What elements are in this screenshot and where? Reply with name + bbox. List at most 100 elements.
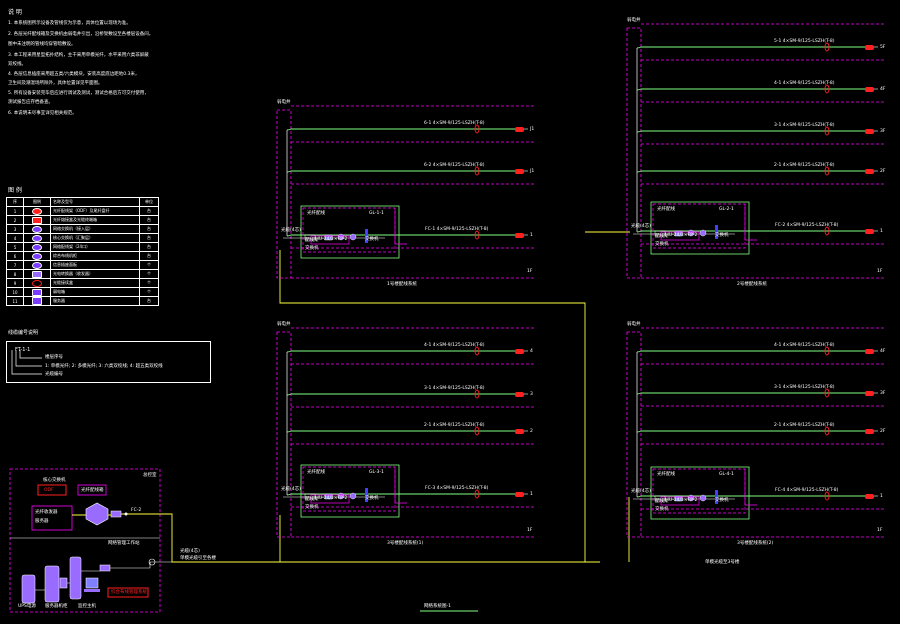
legend-unit: 台 bbox=[139, 296, 159, 306]
management-system-label: 综合布线管理系统 bbox=[111, 590, 147, 595]
row-tag: 1 bbox=[530, 233, 533, 238]
equipment-title: 光纤配线 bbox=[307, 211, 325, 216]
link-label: FC-2 bbox=[131, 508, 142, 513]
equipment-box bbox=[652, 468, 746, 514]
panel-caption: 3号楼配线系统(1) bbox=[387, 541, 424, 546]
riser-label: 弱电井 bbox=[277, 100, 291, 105]
equipment-title: 光纤配线 bbox=[657, 472, 675, 477]
notes-line: 卫生间及潮湿场所除外，具体位置详见平面图。 bbox=[8, 81, 103, 86]
floor-tag: 1F bbox=[527, 528, 533, 533]
fiber-line bbox=[286, 234, 515, 237]
floor-tag: 1F bbox=[527, 269, 533, 274]
splice-icon bbox=[474, 426, 480, 436]
pc-label: 监控主机 bbox=[78, 604, 96, 609]
cable-note-line: 楼层序号 bbox=[45, 355, 63, 360]
device2-box bbox=[77, 484, 107, 496]
row-tag: 4F bbox=[880, 87, 886, 92]
converter-icon bbox=[324, 234, 333, 241]
equipment-sub: 配线架 bbox=[655, 234, 669, 239]
splice-icon bbox=[824, 42, 830, 52]
converter-icon bbox=[674, 230, 683, 237]
odf-icon bbox=[515, 127, 524, 132]
equipment-sub: 交换机 bbox=[655, 242, 669, 247]
weak-box-icon bbox=[32, 288, 42, 296]
odf-icon bbox=[515, 492, 524, 497]
inner-box bbox=[310, 235, 350, 245]
odf-icon bbox=[865, 349, 874, 354]
pc-monitor-icon bbox=[85, 577, 99, 589]
converter-icon bbox=[110, 510, 122, 518]
cable-note-leaders bbox=[11, 350, 42, 375]
device2-label: 光纤配线箱 bbox=[81, 488, 104, 493]
equipment-inner: LIU-24/1×FP-2 bbox=[665, 498, 698, 503]
fiber-line bbox=[636, 430, 865, 433]
cable-label: FC-1 4×SM-9/125-LSZH(T-8) bbox=[425, 227, 489, 232]
odf-icon bbox=[865, 45, 874, 50]
switch-icon bbox=[349, 233, 357, 241]
fiber-line bbox=[636, 230, 865, 233]
feed-label: 光缆(4芯) bbox=[631, 489, 651, 494]
patch-panel-icon bbox=[32, 243, 42, 251]
equipment-code: GL-2-1 bbox=[719, 207, 734, 212]
cable-label: 2-1 4×SM-9/125-LSZH(T-8) bbox=[424, 423, 485, 428]
device3-box bbox=[31, 505, 73, 531]
fiber-line bbox=[636, 46, 865, 49]
notes-line: 4. 各层信息插座采用超五类/六类模块，安装高度底边距地0.3米， bbox=[8, 72, 140, 77]
splice-box-icon bbox=[32, 216, 42, 224]
equipment-frame bbox=[300, 464, 400, 518]
equipment-code: GL-4-1 bbox=[719, 472, 734, 477]
fiber-line bbox=[636, 130, 865, 133]
odf-icon bbox=[865, 229, 874, 234]
joint-dot bbox=[124, 512, 128, 516]
odf-icon bbox=[865, 494, 874, 499]
cable-label: 2-1 4×SM-9/125-LSZH(T-8) bbox=[774, 163, 835, 168]
odf-icon bbox=[515, 233, 524, 238]
splice-icon bbox=[474, 124, 480, 134]
equipment-inner: 交换机 bbox=[365, 237, 379, 242]
cable-label: 6-2 4×SM-9/125-LSZH(T-8) bbox=[424, 163, 485, 168]
fiber-line bbox=[286, 393, 515, 396]
splice-icon bbox=[474, 489, 480, 499]
cable-label: 3-1 4×SM-9/125-LSZH(T-8) bbox=[424, 386, 485, 391]
equipment-inner: 交换机 bbox=[715, 233, 729, 238]
fiber-line bbox=[286, 350, 515, 353]
server-icon bbox=[21, 574, 36, 604]
equipment-inner: LIU-24/1×FP-2 bbox=[315, 496, 348, 501]
notes-line: 3. 本工程采用星型拓扑结构，主干采用单模光纤，水平采用六类非屏蔽 bbox=[8, 53, 149, 58]
cable-label: FC-4 4×SM-9/125-LSZH(T-8) bbox=[775, 488, 839, 493]
cable-label: FC-2 4×SM-9/125-LSZH(T-8) bbox=[775, 223, 839, 228]
switch-icon bbox=[687, 494, 695, 502]
equipment-inner: LIU-24/1×FP-2 bbox=[665, 233, 698, 238]
cable-label: 4-1 4×SM-9/125-LSZH(T-8) bbox=[774, 343, 835, 348]
splice-icon bbox=[824, 226, 830, 236]
splice-icon bbox=[474, 166, 480, 176]
row-tag: J1 bbox=[530, 169, 535, 174]
odf-icon bbox=[865, 429, 874, 434]
control-room-links bbox=[35, 561, 172, 591]
closure-icon bbox=[32, 279, 42, 287]
row-tag: 4F bbox=[880, 349, 886, 354]
equipment-sub: 交换机 bbox=[305, 505, 319, 510]
router-icon bbox=[85, 502, 109, 526]
odf-panel-icon bbox=[304, 493, 316, 500]
keyboard-icon bbox=[84, 589, 100, 592]
device4-label: 服务器 bbox=[35, 519, 49, 524]
equipment-sub: 配线架 bbox=[655, 499, 669, 504]
converter-icon bbox=[324, 493, 333, 500]
patch-panel-icon bbox=[365, 229, 368, 243]
row-tag: 5F bbox=[880, 45, 886, 50]
splice-icon bbox=[824, 388, 830, 398]
switch-icon bbox=[337, 233, 345, 241]
legend-title: 图 例 bbox=[8, 187, 22, 194]
odf-icon bbox=[515, 349, 524, 354]
equipment-title: 光纤配线 bbox=[657, 207, 675, 212]
equipment-link bbox=[744, 204, 757, 241]
control-room bbox=[9, 468, 600, 613]
patch-panel-icon bbox=[715, 490, 718, 504]
switch-icon bbox=[699, 494, 707, 502]
floor-tag: 1F bbox=[877, 269, 883, 274]
equipment-frame bbox=[650, 201, 750, 255]
ups-icon bbox=[59, 577, 68, 589]
